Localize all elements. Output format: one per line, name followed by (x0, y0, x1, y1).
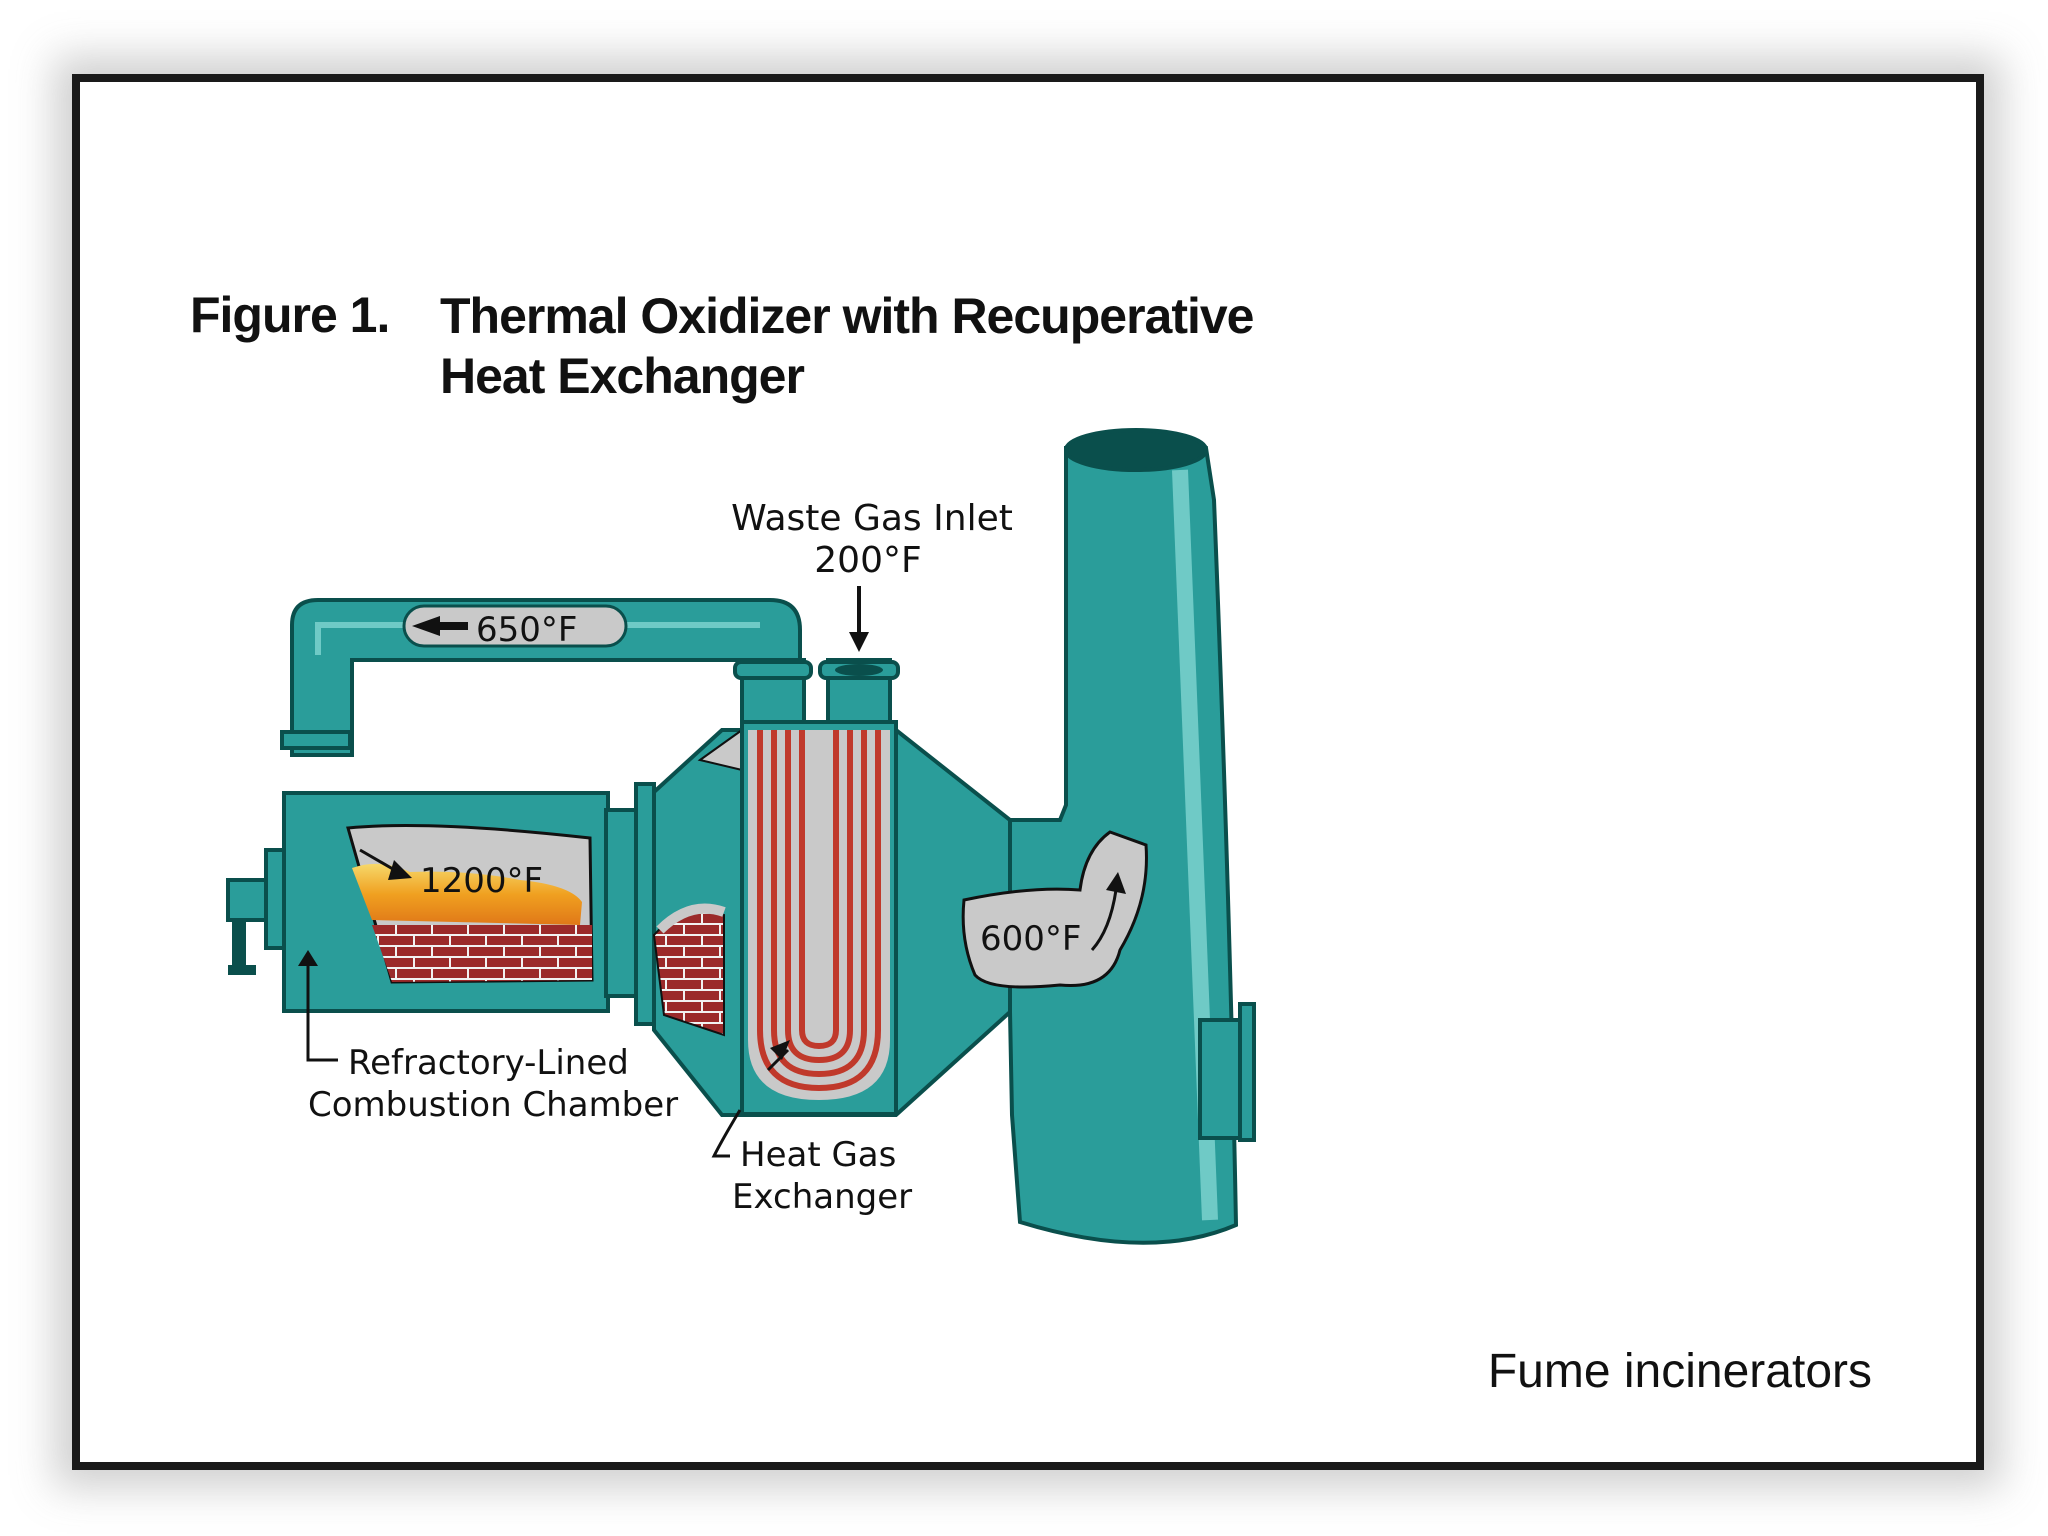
combustion-chamber (226, 782, 656, 1026)
exchanger-label-line2: Exchanger (732, 1177, 912, 1217)
heat-exchanger (740, 720, 898, 1116)
slide-frame (72, 74, 1984, 1470)
figure-label: Figure 1. (190, 287, 390, 343)
slide-caption: Fume incinerators (1487, 1345, 1872, 1398)
figure-title-line1: Thermal Oxidizer with Recuperative (440, 288, 1255, 344)
combustion-label-line2: Combustion Chamber (308, 1085, 678, 1125)
exchanger-nozzles (733, 586, 900, 728)
chamber-temp: 1200°F (420, 861, 543, 901)
exhaust-stack (961, 428, 1256, 1245)
figure-title: Thermal Oxidizer with Recuperative Heat … (440, 286, 1340, 406)
stack-temp: 600°F (980, 919, 1081, 959)
waste-gas-inlet-temp: 200°F (814, 540, 921, 581)
combustion-label-line1: Refractory-Lined (348, 1043, 629, 1083)
exchanger-label-line1: Heat Gas (740, 1135, 896, 1175)
top-duct-temp: 650°F (476, 610, 577, 650)
figure-title-line2: Heat Exchanger (440, 348, 805, 404)
waste-gas-inlet-label: Waste Gas Inlet (731, 498, 1013, 539)
leader-lines (298, 950, 742, 1158)
